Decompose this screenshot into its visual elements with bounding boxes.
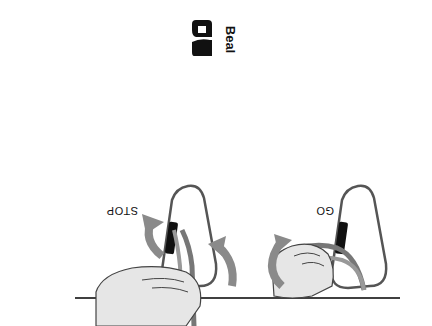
stop-hand-rope (96, 214, 233, 326)
brand-mark (192, 20, 212, 56)
go-hand-rope (272, 234, 364, 298)
step-label: GO (316, 205, 334, 217)
brand-name: Beal (223, 26, 238, 53)
step-label: STOP (106, 205, 138, 217)
